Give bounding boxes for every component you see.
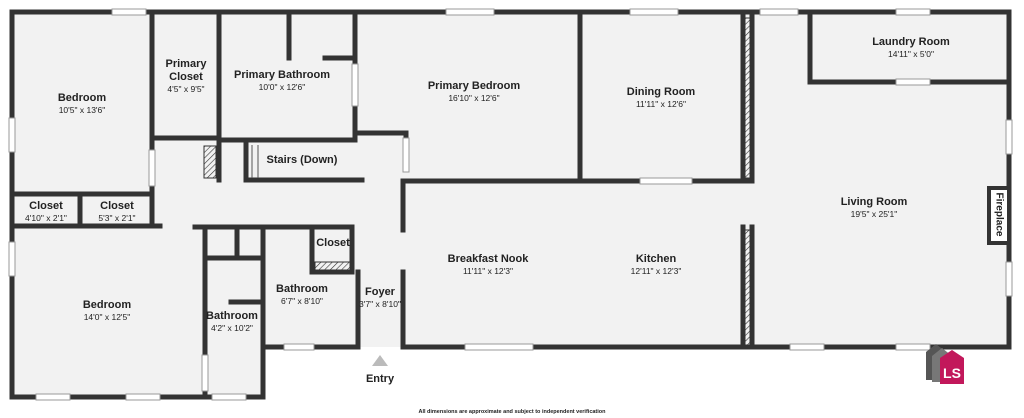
room-primary-bathroom: Primary Bathroom 10'0" x 12'6" <box>234 69 330 93</box>
room-bathroom-1: Bathroom 6'7" x 8'10" <box>276 283 328 307</box>
svg-text:LS: LS <box>943 365 961 381</box>
room-name: Bathroom <box>206 310 258 322</box>
stair-treads <box>251 145 259 178</box>
room-bathroom-2: Bathroom 4'2" x 10'2" <box>206 310 258 334</box>
room-living-room: Living Room 19'5" x 25'1" <box>841 196 908 220</box>
room-name: Closet <box>316 237 350 249</box>
hatch-elements <box>203 17 752 346</box>
room-dimensions: 19'5" x 25'1" <box>850 209 898 219</box>
room-bedroom-sw: Bedroom 14'0" x 12'5" <box>83 299 131 323</box>
room-name-line1: Primary <box>165 58 207 70</box>
entry-label: Entry <box>365 373 395 385</box>
room-name: Dining Room <box>626 86 696 98</box>
room-stairs: Stairs (Down) <box>267 154 338 167</box>
room-dimensions: 10'0" x 12'6" <box>258 82 306 92</box>
room-dimensions: 16'10" x 12'6" <box>448 93 500 103</box>
brand-logo-icon: LS <box>926 344 964 384</box>
room-dimensions: 11'11" x 12'6" <box>635 99 687 109</box>
room-name: Breakfast Nook <box>447 253 529 265</box>
room-dimensions: 4'10" x 2'1" <box>25 213 67 223</box>
windows <box>8 8 1013 401</box>
room-name: Laundry Room <box>872 36 950 48</box>
room-dimensions: 3'7" x 8'10" <box>359 299 401 309</box>
room-dimensions: 4'2" x 10'2" <box>211 323 253 333</box>
room-name: Kitchen <box>635 253 677 265</box>
room-kitchen: Kitchen 12'11" x 12'3" <box>631 253 682 277</box>
room-name: Primary Bedroom <box>427 80 521 92</box>
room-dimensions: 12'11" x 12'3" <box>630 266 682 276</box>
room-dimensions: 4'5" x 9'5" <box>167 84 205 94</box>
room-name: Living Room <box>840 196 908 208</box>
room-name: Closet <box>29 200 63 212</box>
room-breakfast-nook: Breakfast Nook 11'11" x 12'3" <box>448 253 529 277</box>
room-laundry-room: Laundry Room 14'11" x 5'0" <box>872 36 950 60</box>
room-dimensions: 11'11" x 12'3" <box>462 266 514 276</box>
room-dimensions: 10'5" x 13'6" <box>58 105 106 115</box>
room-primary-bedroom: Primary Bedroom 16'10" x 12'6" <box>428 80 520 104</box>
room-name: Foyer <box>365 286 395 298</box>
room-dimensions: 5'3" x 2'1" <box>98 213 136 223</box>
room-bedroom-nw: Bedroom 10'5" x 13'6" <box>58 92 106 116</box>
entry-arrow <box>372 355 388 366</box>
room-dimensions: 14'11" x 5'0" <box>888 49 934 59</box>
room-closet-a: Closet 4'10" x 2'1" <box>25 200 67 224</box>
room-closet-c: Closet <box>316 237 350 250</box>
room-dimensions: 6'7" x 8'10" <box>281 296 323 306</box>
room-foyer: Foyer 3'7" x 8'10" <box>359 286 401 310</box>
fireplace-label: Fireplace <box>993 192 1005 237</box>
room-name: Stairs (Down) <box>266 154 338 166</box>
room-dining-room: Dining Room 11'11" x 12'6" <box>627 86 695 110</box>
fireplace-box <box>987 186 1011 245</box>
room-closet-b: Closet 5'3" x 2'1" <box>98 200 135 224</box>
room-name-line2: Closet <box>169 71 203 83</box>
room-name: Bedroom <box>57 92 107 104</box>
room-name: Primary Bathroom <box>234 69 330 81</box>
room-name: Bathroom <box>276 283 328 295</box>
room-name: Closet <box>100 200 134 212</box>
room-dimensions: 14'0" x 12'5" <box>83 312 131 322</box>
disclaimer: All dimensions are approximate and subje… <box>418 409 606 415</box>
room-name: Bedroom <box>82 299 132 311</box>
room-primary-closet: Primary Closet 4'5" x 9'5" <box>166 58 207 95</box>
